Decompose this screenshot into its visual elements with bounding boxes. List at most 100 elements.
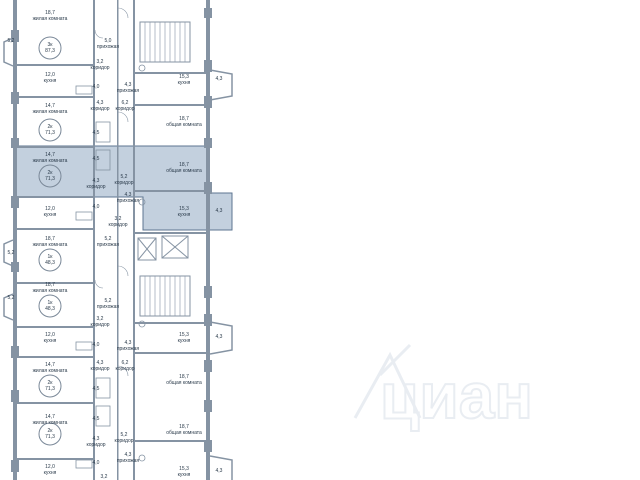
common-area: 18,7 [179, 162, 189, 168]
kitchen-name: кухня [178, 212, 191, 218]
badge-area: 87,3 [45, 48, 55, 54]
balcony-area: 5,2 [8, 38, 15, 44]
kitchen-area: 12,0 [45, 206, 55, 212]
kitchen-name: кухня [44, 78, 57, 84]
kitchen-row-9: 12,0 кухня 4,0 4,3 прихожая 15,3 кухня 4… [44, 452, 223, 480]
badge-type: 2к [48, 124, 54, 130]
corridor-area: 3,2 [115, 216, 122, 222]
badge-type: 2к [48, 428, 54, 434]
watermark-logo [353, 343, 422, 419]
common-name: общая комната [166, 430, 202, 436]
hall-area: 5,2 [105, 236, 112, 242]
unit-2k-mid: 14,7 жилая комната 4,3 коридор 6,2 корид… [33, 360, 202, 422]
unit-2k-upper: 14,7 жилая комната 4,3 коридор 6,2 корид… [33, 100, 202, 162]
corridor-name: коридор [90, 322, 109, 328]
room-area: 18,7 [45, 236, 55, 242]
hall-name: прихожая [117, 346, 140, 352]
hall-area: 4,3 [125, 192, 132, 198]
badge-area: 71,3 [45, 434, 55, 440]
kitchen-row-6: 12,0 кухня 4,0 4,3 прихожая 15,3 кухня 4… [44, 332, 223, 352]
kitchen-area: 12,0 [45, 332, 55, 338]
kitchen-row-3: 12,0 кухня 4,0 3,2 коридор [44, 204, 128, 228]
corridor-name: коридор [90, 366, 109, 372]
common-area: 18,7 [179, 424, 189, 430]
corridor-area: 4,3 [93, 436, 100, 442]
room-area: 14,7 [45, 362, 55, 368]
room-name: жилая комната [33, 109, 68, 115]
hall-area: 5,0 [105, 38, 112, 44]
room-area: 14,7 [45, 152, 55, 158]
bath-area: 4,0 [93, 84, 100, 90]
corridor2-name: коридор [114, 438, 133, 444]
bath-area: 4,0 [93, 342, 100, 348]
room-area: 18,7 [45, 10, 55, 16]
badge-area: 71,3 [45, 130, 55, 136]
room-name: жилая комната [33, 288, 68, 294]
corridor2-area: 5,2 [121, 174, 128, 180]
kitchen-name: кухня [44, 470, 57, 476]
bath-area: 4,0 [93, 204, 100, 210]
corridor-name: коридор [90, 106, 109, 112]
corridor2-name: коридор [115, 106, 134, 112]
unit-2k-highlighted: 14,7 жилая комната 2к 71,3 4,3 коридор 5… [33, 152, 223, 218]
elevator-shafts [137, 235, 189, 261]
bay-windows [3, 37, 233, 480]
bath1-area: 4,5 [93, 386, 100, 392]
room-name: жилая комната [33, 420, 68, 426]
doors [94, 7, 129, 377]
corridor-name: коридор [90, 65, 109, 71]
badge-type: 1к [48, 254, 54, 260]
kitchen-right-name: кухня [178, 338, 191, 344]
badges [38, 36, 62, 446]
corridor-area: 4,3 [97, 100, 104, 106]
unit-1k-upper: 18,7 жилая комната 5,2 1к 48,3 5,2 прихо… [8, 236, 120, 266]
hall-name: прихожая [97, 44, 120, 50]
balcony-area: 5,2 [8, 250, 15, 256]
stairwell-top [139, 21, 191, 63]
badge-area: 48,3 [45, 306, 55, 312]
unit-1k-lower: 18,7 жилая комната 5,2 1к 48,3 5,2 прихо… [8, 282, 120, 328]
common-name: общая комната [166, 380, 202, 386]
stairwell-middle [139, 275, 191, 317]
corridor2-area: 6,2 [122, 360, 129, 366]
hall-name: прихожая [97, 242, 120, 248]
room-name: жилая комната [33, 242, 68, 248]
badge-type: 3к [48, 42, 54, 48]
corridor-area: 3,2 [97, 59, 104, 65]
kitchen-right-area: 15,3 [179, 74, 189, 80]
corridor-bottom-area: 3,2 [101, 474, 108, 480]
common-name: общая комната [166, 122, 202, 128]
corridor-name: коридор [86, 442, 105, 448]
bath2-area: 4,5 [93, 416, 100, 422]
balcony-area: 4,3 [216, 208, 223, 214]
corridor-name: коридор [86, 184, 105, 190]
bath-area: 4,0 [93, 460, 100, 466]
unit-3k-top: 18,7 жилая комната 3к 87,3 5,2 5,0 прихо… [8, 10, 223, 94]
balcony-right-area: 4,3 [216, 468, 223, 474]
kitchen-area: 15,3 [179, 206, 189, 212]
kitchen-right-name: кухня [178, 80, 191, 86]
corridor2-area: 6,2 [122, 100, 129, 106]
badge-area: 48,3 [45, 260, 55, 266]
hall2-name: прихожая [117, 88, 140, 94]
corridor-area: 4,3 [93, 178, 100, 184]
bath1-area: 4,5 [93, 130, 100, 136]
kitchen-area: 12,0 [45, 464, 55, 470]
corridor2-name: коридор [115, 366, 134, 372]
room-name: жилая комната [33, 368, 68, 374]
kitchen-right-area: 15,3 [179, 466, 189, 472]
badge-type: 2к [48, 170, 54, 176]
room-area: 18,7 [45, 282, 55, 288]
badge-type: 2к [48, 380, 54, 386]
hall-name: прихожая [97, 304, 120, 310]
hall-name: прихожая [117, 198, 140, 204]
common-name: общая комната [166, 168, 202, 174]
common-area: 18,7 [179, 116, 189, 122]
corridor-area: 3,2 [97, 316, 104, 322]
corridor2-name: коридор [114, 180, 133, 186]
hall-name: прихожая [117, 458, 140, 464]
room-area: 14,7 [45, 414, 55, 420]
kitchen-right-name: кухня [178, 472, 191, 478]
kitchen-name: кухня [44, 212, 57, 218]
